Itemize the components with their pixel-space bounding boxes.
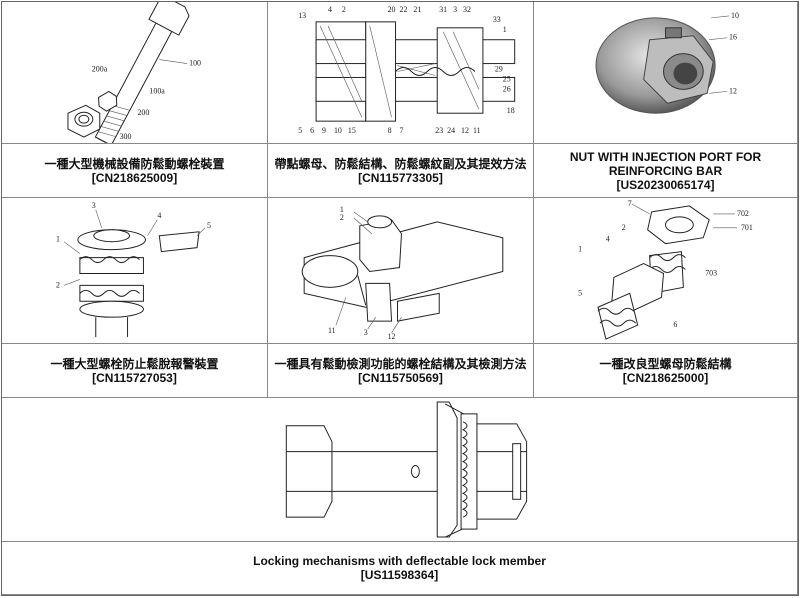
callout-label: 5 — [207, 221, 211, 230]
callout-label: 3 — [453, 5, 457, 14]
caption-cn115727053: 一種大型螺栓防止鬆脫報警裝置 [CN115727053] — [2, 344, 268, 398]
improved-nut-drawing: 7 702 701 2 1 4 703 5 6 — [534, 198, 797, 343]
patent-title: 一種大型螺栓防止鬆脫報警裝置 — [50, 357, 218, 371]
callout-label: 2 — [342, 5, 346, 14]
patent-image-cn115773305: 13 4 2 20 22 21 31 3 32 33 1 29 25 26 18… — [268, 2, 534, 144]
callout-label: 7 — [400, 126, 404, 135]
patent-title: 一種大型機械設備防鬆動螺栓裝置 — [44, 157, 224, 171]
patent-title: 一種具有鬆動檢測功能的螺栓結構及其檢測方法 — [274, 357, 526, 371]
patent-number: [CN218625000] — [623, 371, 708, 385]
callout-label: 1 — [578, 245, 582, 254]
callout-label: 25 — [503, 74, 511, 83]
callout-label: 9 — [322, 126, 326, 135]
patent-image-cn218625009: 100 200a 100a 200 300 — [2, 2, 268, 144]
callout-label: 200a — [92, 65, 108, 74]
callout-label: 24 — [447, 126, 455, 135]
callout-label: 200 — [137, 108, 149, 117]
callout-label: 2 — [340, 213, 344, 222]
callout-label: 2 — [56, 280, 60, 289]
callout-label: 10 — [731, 11, 739, 20]
caption-cn115750569: 一種具有鬆動檢測功能的螺栓結構及其檢測方法 [CN115750569] — [268, 344, 534, 398]
patent-image-us11598364 — [2, 398, 798, 542]
patent-image-cn115727053: 3 4 5 1 2 — [2, 198, 268, 344]
callout-label: 703 — [705, 268, 717, 277]
patent-title: 一種改良型螺母防鬆結構 — [599, 357, 731, 371]
callout-label: 2 — [622, 223, 626, 232]
callout-label: 6 — [310, 126, 314, 135]
callout-label: 21 — [413, 5, 421, 14]
bolt-assembly-drawing: 100 200a 100a 200 300 — [2, 2, 267, 143]
patent-number: [CN218625009] — [92, 171, 177, 185]
callout-label: 3 — [364, 328, 368, 337]
callout-label: 3 — [92, 201, 96, 210]
callout-label: 7 — [628, 199, 632, 208]
caption-us11598364: Locking mechanisms with deflectable lock… — [2, 542, 798, 595]
callout-label: 4 — [328, 5, 332, 14]
callout-label: 11 — [473, 126, 481, 135]
patent-number: [CN115727053] — [92, 371, 177, 385]
callout-label: 100a — [149, 86, 165, 95]
callout-label: 5 — [298, 126, 302, 135]
callout-label: 4 — [157, 211, 161, 220]
callout-label: 13 — [298, 11, 306, 20]
callout-label: 22 — [400, 5, 408, 14]
caption-cn218625000: 一種改良型螺母防鬆結構 [CN218625000] — [534, 344, 798, 398]
callout-label: 6 — [673, 320, 677, 329]
patent-title: Locking mechanisms with deflectable lock… — [253, 554, 546, 568]
patent-number: [US20230065174] — [616, 178, 714, 192]
callout-label: 15 — [348, 126, 356, 135]
callout-label: 10 — [334, 126, 342, 135]
cross-section-drawing: 13 4 2 20 22 21 31 3 32 33 1 29 25 26 18… — [268, 2, 533, 143]
callout-label: 20 — [388, 5, 396, 14]
callout-label: 12 — [461, 126, 469, 135]
callout-label: 11 — [328, 326, 336, 335]
caption-us20230065174: NUT WITH INJECTION PORT FOR REINFORCING … — [534, 144, 798, 198]
lock-mechanism-drawing — [2, 398, 797, 541]
callout-label: 5 — [578, 288, 582, 297]
bracket-bolt-drawing: 1 2 11 3 12 — [268, 198, 533, 343]
callout-label: 18 — [507, 106, 515, 115]
patent-image-cn218625000: 7 702 701 2 1 4 703 5 6 — [534, 198, 798, 344]
callout-label: 16 — [729, 33, 737, 42]
callout-label: 31 — [439, 5, 447, 14]
callout-label: 23 — [435, 126, 443, 135]
callout-label: 1 — [503, 25, 507, 34]
callout-label: 300 — [120, 132, 132, 141]
callout-label: 701 — [741, 223, 753, 232]
patent-image-us20230065174: 10 16 12 — [534, 2, 798, 144]
caption-cn115773305: 帶點螺母、防鬆結構、防鬆螺紋副及其提效方法 [CN115773305] — [268, 144, 534, 198]
patent-image-cn115750569: 1 2 11 3 12 — [268, 198, 534, 344]
callout-label: 8 — [388, 126, 392, 135]
callout-label: 12 — [729, 86, 737, 95]
callout-label: 4 — [606, 235, 610, 244]
callout-label: 32 — [463, 5, 471, 14]
patent-number: [US11598364] — [361, 568, 438, 582]
callout-label: 702 — [737, 209, 749, 218]
callout-label: 26 — [503, 84, 511, 93]
nut-photo-render: 10 16 12 — [534, 2, 797, 143]
patent-title: 帶點螺母、防鬆結構、防鬆螺紋副及其提效方法 — [274, 157, 526, 171]
caption-cn218625009: 一種大型機械設備防鬆動螺栓裝置 [CN218625009] — [2, 144, 268, 198]
callout-label: 1 — [56, 235, 60, 244]
patent-title: NUT WITH INJECTION PORT FOR REINFORCING … — [534, 150, 797, 178]
callout-label: 100 — [189, 59, 201, 68]
callout-label: 29 — [495, 65, 503, 74]
patent-number: [CN115773305] — [358, 171, 443, 185]
spring-bolt-drawing: 3 4 5 1 2 — [2, 198, 267, 343]
patent-number: [CN115750569] — [358, 371, 443, 385]
callout-label: 33 — [493, 15, 501, 24]
callout-label: 12 — [388, 332, 396, 341]
